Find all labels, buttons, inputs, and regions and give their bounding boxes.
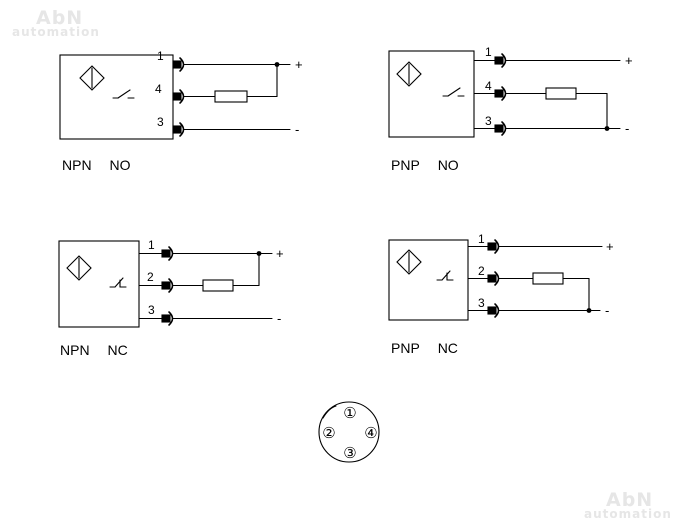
diagram-npn-no: [59, 54, 291, 140]
load-resistor: [532, 272, 564, 285]
caption-type: NPN: [62, 157, 92, 173]
pin-connector-icon: [494, 53, 507, 136]
pin-label: 4: [485, 79, 492, 93]
pin-label: 3: [485, 114, 492, 128]
pin-label: 3: [478, 296, 485, 310]
pin-label: 4: [155, 82, 162, 96]
sensor-body: [388, 50, 475, 138]
load-resistor: [214, 90, 248, 103]
switch-nc-icon: [109, 277, 127, 288]
pin-labels: 1 4 3 1 4 3 1 2 3 1 2 3: [147, 45, 492, 317]
caption-contact: NO: [437, 157, 459, 173]
connector-pin-2: ②: [322, 425, 335, 442]
switch-no-icon: [112, 89, 135, 99]
sensor-symbol-icon: [396, 249, 422, 275]
polarity-labels: + - + - + - + -: [276, 53, 633, 326]
watermark-brand: AbN: [606, 489, 654, 511]
diagram-pnp-nc: [388, 239, 603, 321]
load-resistor: [545, 87, 577, 100]
sensor-symbol-icon: [79, 65, 105, 91]
polarity-plus: +: [295, 57, 303, 72]
diagram-npn-nc: [58, 240, 273, 328]
pin-label: 1: [485, 45, 492, 59]
load-resistor: [202, 279, 234, 292]
caption-pnp-nc: PNP NC: [391, 340, 458, 356]
switch-nc-icon: [436, 270, 454, 281]
pin-label: 3: [148, 303, 155, 317]
watermark-top: AbN automation: [12, 7, 100, 39]
connector-pin-4: ④: [364, 425, 377, 442]
connector-pin-labels: ① ② ④ ③: [322, 405, 377, 462]
pin-connector-icon: [172, 57, 185, 137]
caption-contact: NO: [109, 157, 131, 173]
caption-npn-nc: NPN NC: [60, 342, 128, 358]
sensor-body: [58, 240, 140, 328]
connector-pin-1: ①: [343, 405, 356, 422]
caption-npn-no: NPN NO: [62, 157, 130, 173]
connector-face: [318, 401, 380, 463]
diagram-pnp-no: [388, 50, 621, 138]
watermark-brand: AbN: [36, 7, 84, 29]
pin-label: 1: [148, 238, 155, 252]
pin-label: 1: [157, 49, 164, 63]
caption-contact: NC: [107, 342, 128, 358]
connector-pin-3: ③: [343, 445, 356, 462]
caption-type: NPN: [60, 342, 90, 358]
polarity-plus: +: [276, 246, 284, 261]
caption-type: PNP: [391, 157, 420, 173]
polarity-minus: -: [295, 122, 299, 137]
polarity-minus: -: [605, 303, 609, 318]
pin-label: 2: [478, 264, 485, 278]
sensor-symbol-icon: [66, 255, 92, 281]
caption-type: PNP: [391, 340, 420, 356]
pin-connector-icon: [161, 246, 174, 326]
polarity-minus: -: [277, 311, 281, 326]
pin-label: 1: [478, 232, 485, 246]
polarity-plus: +: [625, 53, 633, 68]
polarity-minus: -: [625, 121, 629, 136]
pin-label: 2: [147, 270, 154, 284]
pin-label: 3: [157, 115, 164, 129]
sensor-body: [388, 239, 469, 321]
sensor-symbol-icon: [396, 61, 422, 87]
caption-contact: NC: [437, 340, 458, 356]
watermark-tagline: automation: [12, 25, 100, 39]
switch-no-icon: [442, 87, 465, 97]
pin-connector-icon: [487, 239, 500, 318]
watermark-tagline: automation: [584, 507, 672, 521]
watermark-bottom: AbN automation: [584, 489, 672, 521]
caption-pnp-no: PNP NO: [391, 157, 459, 173]
polarity-plus: +: [606, 239, 614, 254]
